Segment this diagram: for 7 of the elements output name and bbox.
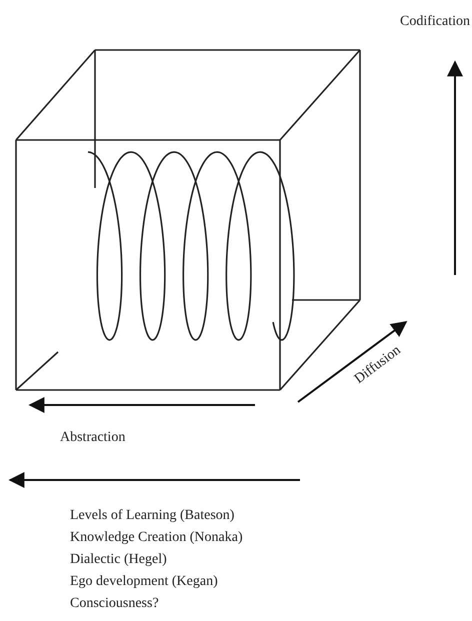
list-item: Levels of Learning (Bateson) [70,508,234,524]
list-item: Ego development (Kegan) [70,574,218,590]
axis-label: Abstraction [60,430,126,446]
axis-label: Codification [400,14,470,30]
list-item: Consciousness? [70,596,159,612]
list-item: Knowledge Creation (Nonaka) [70,530,243,546]
list-item: Dialectic (Hegel) [70,552,167,568]
